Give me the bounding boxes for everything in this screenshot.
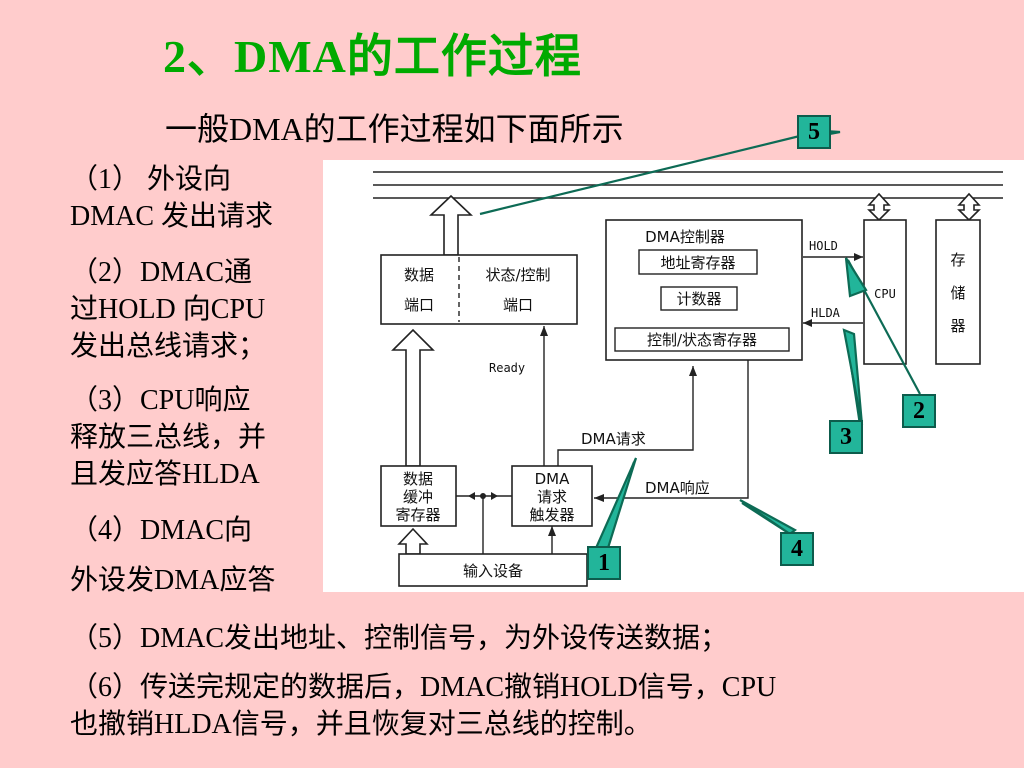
counter-label: 计数器 bbox=[676, 290, 721, 308]
step-6-line-2: 也撤销HLDA信号，并且恢复对三总线的控制。 bbox=[70, 709, 652, 740]
buffer-label-3: 寄存器 bbox=[395, 506, 440, 524]
memory-box bbox=[935, 219, 981, 365]
badge-5: 5 bbox=[797, 115, 831, 149]
buffer-label-1: 数据 bbox=[403, 470, 433, 488]
memory-bus-arrow bbox=[957, 192, 981, 222]
hold-label: HOLD bbox=[809, 239, 838, 253]
dma-response-label: DMA响应 bbox=[645, 479, 710, 497]
slide-subtitle: 一般DMA的工作过程如下面所示 bbox=[165, 111, 624, 147]
step-2-line-2: 过HOLD 向CPU bbox=[70, 294, 266, 325]
trigger-label-1: DMA bbox=[535, 470, 570, 488]
cpu-label: CPU bbox=[874, 287, 896, 301]
trigger-label-2: 请求 bbox=[537, 488, 567, 506]
control-status-register-label: 控制/状态寄存器 bbox=[647, 331, 757, 349]
buffer-up-arrow bbox=[391, 328, 435, 467]
ready-label: Ready bbox=[489, 361, 525, 375]
step-3-line-1: （3）CPU响应 bbox=[70, 385, 251, 416]
badge-3: 3 bbox=[829, 420, 863, 454]
request-trigger-box bbox=[511, 465, 593, 527]
buffer-register-box bbox=[380, 465, 457, 527]
input-to-buffer-arrow bbox=[397, 527, 429, 555]
step-2-line-1: （2）DMAC通 bbox=[70, 257, 253, 288]
status-port-label-2: 端口 bbox=[503, 296, 533, 314]
step-1-line-2: DMAC 发出请求 bbox=[70, 201, 274, 232]
step-3-line-3: 且发应答HLDA bbox=[70, 459, 260, 490]
data-port-up-arrow bbox=[428, 194, 474, 256]
dma-request-label: DMA请求 bbox=[581, 430, 646, 448]
trigger-label-3: 触发器 bbox=[529, 506, 574, 524]
memory-label-1: 存 bbox=[950, 251, 965, 269]
dma-controller-label: DMA控制器 bbox=[645, 228, 725, 246]
data-port-label-2: 端口 bbox=[404, 296, 434, 314]
step-6-line-1: （6）传送完规定的数据后，DMAC撤销HOLD信号，CPU bbox=[70, 672, 777, 703]
badge-1: 1 bbox=[587, 546, 621, 580]
step-5: （5）DMAC发出地址、控制信号，为外设传送数据； bbox=[70, 623, 729, 654]
step-3-line-2: 释放三总线，并 bbox=[70, 422, 267, 453]
control-status-register-box bbox=[614, 327, 790, 352]
cpu-bus-arrow bbox=[867, 192, 891, 222]
address-register-box bbox=[638, 249, 758, 275]
ports-box bbox=[380, 254, 578, 325]
step-4-line-1: （4）DMAC向 bbox=[70, 515, 253, 546]
step-4-line-2: 外设发DMA应答 bbox=[70, 565, 276, 596]
badge-4: 4 bbox=[780, 532, 814, 566]
hlda-label: HLDA bbox=[811, 306, 841, 320]
slide-title: 2、DMA的工作过程 bbox=[163, 31, 582, 82]
dma-diagram: 数据 端口 状态/控制 端口 DMA控制器 地址寄存器 计数器 控制/状态寄存器… bbox=[323, 160, 1024, 592]
memory-label-2: 储 bbox=[950, 284, 965, 302]
counter-box bbox=[660, 286, 738, 311]
input-device-box bbox=[398, 553, 588, 587]
memory-label-3: 器 bbox=[950, 317, 965, 335]
badge-2: 2 bbox=[902, 394, 936, 428]
address-register-label: 地址寄存器 bbox=[660, 254, 735, 272]
step-2-line-3: 发出总线请求； bbox=[70, 331, 267, 362]
input-device-label: 输入设备 bbox=[463, 562, 523, 580]
status-port-label-1: 状态/控制 bbox=[485, 266, 550, 284]
system-bus bbox=[373, 171, 1003, 199]
buffer-label-2: 缓冲 bbox=[403, 488, 433, 506]
data-port-label-1: 数据 bbox=[404, 266, 434, 284]
step-1-line-1: （1） 外设向 bbox=[70, 164, 232, 195]
